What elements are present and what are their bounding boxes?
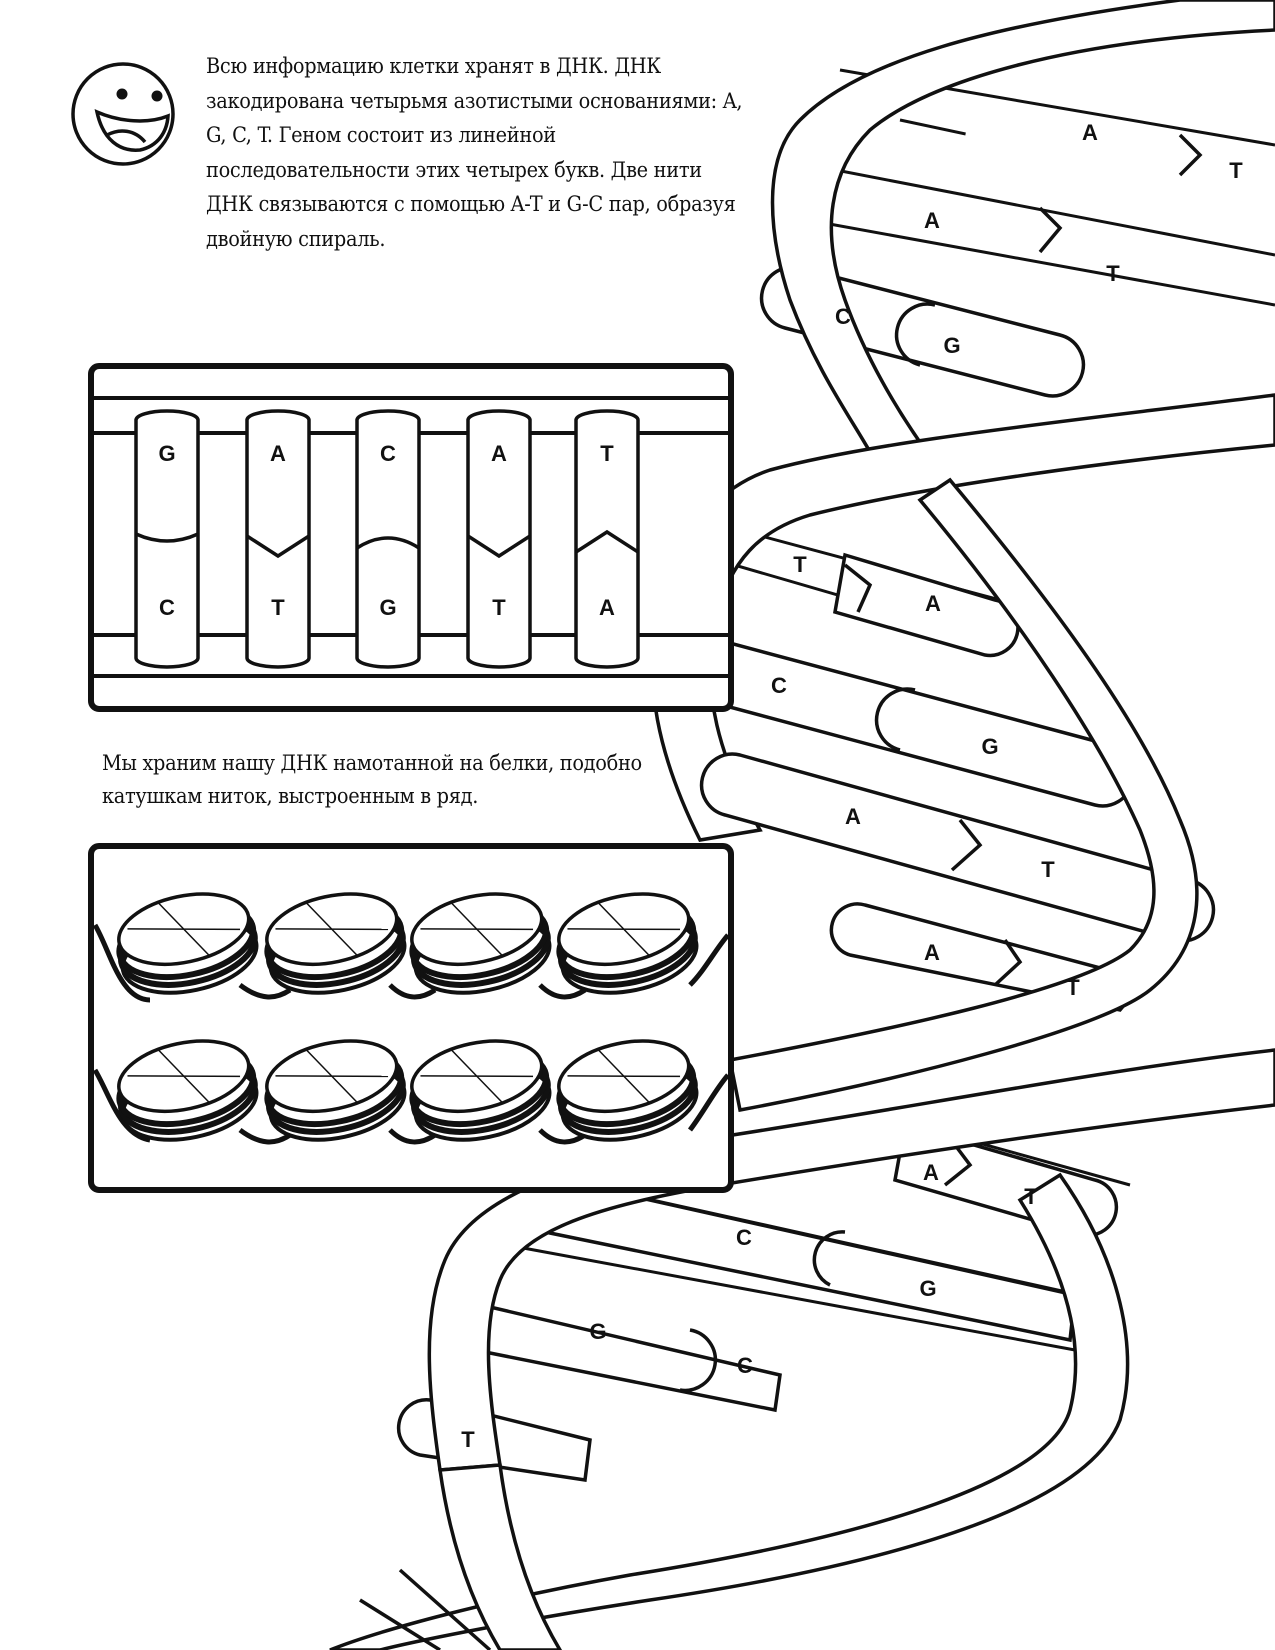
smiley-face-icon bbox=[71, 62, 175, 166]
base-bottom-label: C bbox=[159, 595, 175, 620]
base-top-label: C bbox=[380, 441, 396, 466]
nucleosome-spool bbox=[556, 1039, 699, 1142]
base-pair-cylinder bbox=[574, 409, 640, 669]
helix-base-label: G bbox=[589, 1319, 606, 1344]
helix-base-label: T bbox=[461, 1427, 475, 1452]
helix-base-label: T bbox=[793, 552, 807, 577]
dna-thread bbox=[92, 923, 730, 1145]
helix-base-label: A bbox=[845, 804, 861, 829]
base-bottom-label: A bbox=[599, 595, 615, 620]
helix-base-label: A bbox=[924, 940, 940, 965]
helix-base-label: C bbox=[771, 673, 787, 698]
nucleosome-panel bbox=[88, 843, 734, 1193]
intro-paragraph: Всю информацию клетки хранят в ДНК. ДНК … bbox=[206, 54, 743, 252]
base-pairs-panel: G C A T C G A T T A bbox=[88, 363, 734, 712]
base-bottom-label: T bbox=[271, 595, 285, 620]
base-top-label: T bbox=[600, 441, 614, 466]
nucleosome-spool bbox=[409, 892, 552, 995]
nucleosome-spool bbox=[556, 892, 699, 995]
dna-double-helix bbox=[329, 0, 1275, 1650]
base-pair-cylinder bbox=[245, 409, 311, 669]
helix-base-label: G bbox=[981, 734, 998, 759]
helix-base-label: A bbox=[1082, 120, 1098, 145]
base-pair-cylinder bbox=[466, 409, 532, 669]
helix-base-label: T bbox=[1024, 1184, 1038, 1209]
helix-base-label: A bbox=[924, 208, 940, 233]
helix-letters: A T A T C G T A C G A T A T A T C G G C … bbox=[461, 120, 1243, 1452]
helix-base-label: T bbox=[1041, 857, 1055, 882]
helix-base-label: C bbox=[835, 304, 851, 329]
base-bottom-label: T bbox=[492, 595, 506, 620]
nucleosome-spool bbox=[116, 892, 259, 995]
nucleosome-spool bbox=[264, 1039, 407, 1142]
base-top-label: A bbox=[270, 441, 286, 466]
helix-base-label: A bbox=[923, 1160, 939, 1185]
helix-base-label: G bbox=[943, 333, 960, 358]
nucleosome-spool bbox=[409, 1039, 552, 1142]
helix-base-label: A bbox=[925, 591, 941, 616]
base-pair-cylinder bbox=[355, 409, 421, 669]
helix-pair-pill bbox=[447, 1297, 782, 1413]
base-bottom-label: G bbox=[379, 595, 396, 620]
base-pair-cylinder bbox=[134, 409, 200, 669]
helix-base-label: G bbox=[919, 1276, 936, 1301]
base-top-label: G bbox=[158, 441, 175, 466]
nucleosome-spool bbox=[264, 892, 407, 995]
helix-base-label: C bbox=[736, 1225, 752, 1250]
nucleosome-row bbox=[116, 892, 699, 1142]
helix-base-label: T bbox=[1229, 158, 1243, 183]
helix-base-label: T bbox=[1106, 261, 1120, 286]
base-top-label: A bbox=[491, 441, 507, 466]
nucleosome-spool bbox=[116, 1039, 259, 1142]
helix-base-label: C bbox=[737, 1353, 753, 1378]
helix-base-label: T bbox=[1066, 975, 1080, 1000]
nucleosome-caption: Мы храним нашу ДНК намотанной на белки, … bbox=[102, 751, 642, 809]
helix-pair-pill bbox=[958, 120, 1275, 254]
